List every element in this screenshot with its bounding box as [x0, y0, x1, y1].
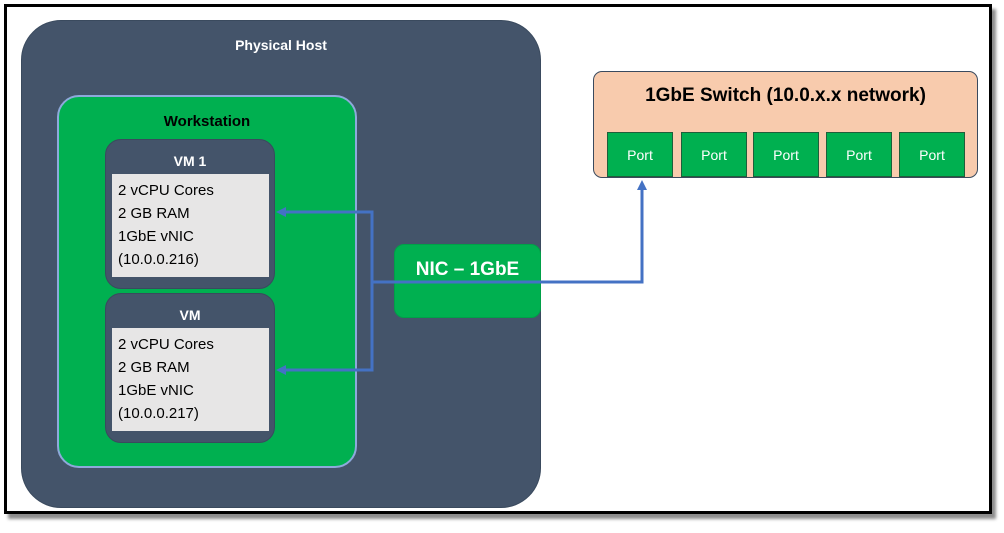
vm-2-ram: 2 GB RAM	[118, 359, 190, 376]
vm-1-ram: 2 GB RAM	[118, 205, 190, 222]
nic-label: NIC – 1GbE	[415, 259, 520, 280]
switch-port-1: Port	[607, 132, 673, 177]
port-5-label: Port	[919, 147, 945, 163]
switch-port-3: Port	[753, 132, 819, 177]
switch-box: 1GbE Switch (10.0.x.x network) Port Port…	[593, 71, 978, 178]
link-nic-to-vm1	[276, 207, 374, 282]
vm-2-box: VM 2 vCPU Cores 2 GB RAM 1GbE vNIC (10.0…	[105, 293, 275, 443]
vm-1-box: VM 1 2 vCPU Cores 2 GB RAM 1GbE vNIC (10…	[105, 139, 275, 289]
vm-2-title: VM	[179, 307, 201, 323]
vm-1-vnic: 1GbE vNIC	[118, 228, 194, 245]
vm-2-ip: (10.0.0.217)	[118, 405, 199, 422]
port-4-label: Port	[846, 147, 872, 163]
port-2-label: Port	[701, 147, 727, 163]
port-1-label: Port	[627, 147, 653, 163]
vm-1-title: VM 1	[173, 153, 207, 169]
switch-title: 1GbE Switch (10.0.x.x network)	[645, 85, 926, 106]
vm-1-specs: 2 vCPU Cores 2 GB RAM 1GbE vNIC (10.0.0.…	[112, 174, 269, 277]
switch-port-5: Port	[899, 132, 965, 177]
vm-2-vnic: 1GbE vNIC	[118, 382, 194, 399]
link-nic-to-vm2	[276, 282, 374, 375]
port-3-label: Port	[773, 147, 799, 163]
physical-host-title: Physical Host	[235, 37, 327, 53]
switch-port-2: Port	[681, 132, 747, 177]
vm-2-cpu: 2 vCPU Cores	[118, 336, 214, 353]
workstation-title: Workstation	[163, 113, 251, 130]
vm-1-cpu: 2 vCPU Cores	[118, 182, 214, 199]
switch-port-4: Port	[826, 132, 892, 177]
vm-1-ip: (10.0.0.216)	[118, 251, 199, 268]
vm-2-specs: 2 vCPU Cores 2 GB RAM 1GbE vNIC (10.0.0.…	[112, 328, 269, 431]
link-nic-to-switch-port	[372, 180, 647, 284]
